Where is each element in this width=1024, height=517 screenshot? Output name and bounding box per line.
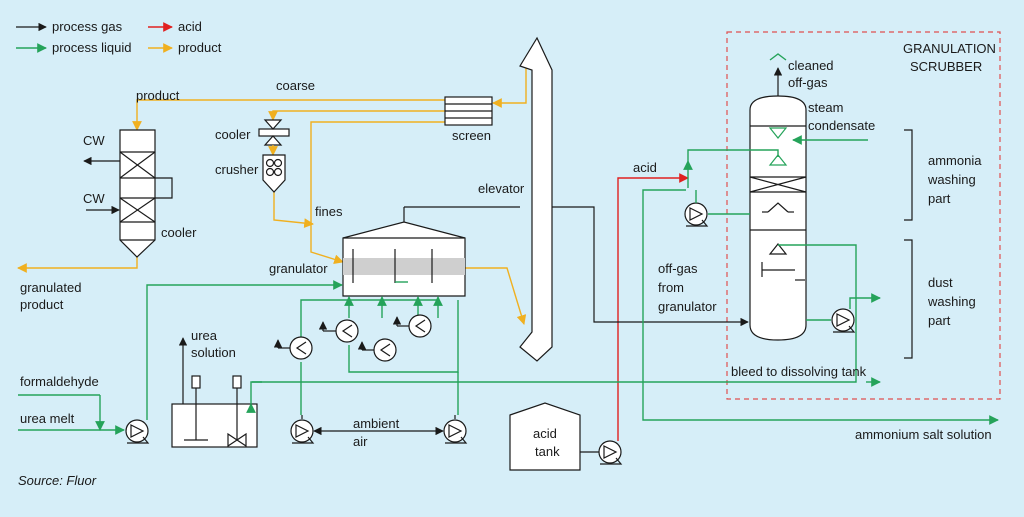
product-lines xyxy=(17,66,527,325)
ammonia-washing-label-3: part xyxy=(928,191,951,206)
urea-solution-label-2: solution xyxy=(191,345,236,360)
granulated-product-label-2: product xyxy=(20,297,64,312)
dust-washing-label-2: washing xyxy=(927,294,976,309)
dust-washing-bracket xyxy=(904,239,913,359)
ambient-air-label-1: ambient xyxy=(353,416,400,431)
cw-mid-label: CW xyxy=(83,191,105,206)
scrubber-column xyxy=(749,53,807,341)
formaldehyde-label: formaldehyde xyxy=(20,374,99,389)
ambient-air-label-2: air xyxy=(353,434,368,449)
cw-top-label: CW xyxy=(83,133,105,148)
acid-line-label: acid xyxy=(633,160,657,175)
legend-process-liquid-label: process liquid xyxy=(52,40,132,55)
scrubber-circulation xyxy=(252,149,999,425)
ammonia-washing-label-1: ammonia xyxy=(928,153,982,168)
bleed-label: bleed to dissolving tank xyxy=(731,364,867,379)
screen-label: screen xyxy=(452,128,491,143)
granulation-scrubber-label-1: GRANULATION xyxy=(903,41,996,56)
crusher xyxy=(262,154,286,193)
legend: process gas acid process liquid product xyxy=(16,19,222,55)
acid-tank-label-1: acid xyxy=(533,426,557,441)
dust-washing-label-1: dust xyxy=(928,275,953,290)
ammonium-salt-label: ammonium salt solution xyxy=(855,427,992,442)
cleaned-offgas-label-2: off-gas xyxy=(788,75,828,90)
legend-acid-label: acid xyxy=(178,19,202,34)
granulator xyxy=(342,206,520,297)
granulator-label: granulator xyxy=(269,261,328,276)
legend-process-gas-label: process gas xyxy=(52,19,123,34)
steam-condensate-label-1: steam xyxy=(808,100,843,115)
dust-washing-label-3: part xyxy=(928,313,951,328)
ammonia-washing-bracket xyxy=(904,129,913,221)
offgas-label-1: off-gas xyxy=(658,261,698,276)
granulation-scrubber-label-2: SCRUBBER xyxy=(910,59,982,74)
product-top-label: product xyxy=(136,88,180,103)
urea-feed xyxy=(18,280,343,448)
granulated-product-label-1: granulated xyxy=(20,280,81,295)
crusher-label: crusher xyxy=(215,162,259,177)
cooler-small-label: cooler xyxy=(215,127,251,142)
fines-label: fines xyxy=(315,204,343,219)
granulation-scrubber-boundary xyxy=(726,31,1001,400)
product-cooler xyxy=(83,129,173,258)
acid-system xyxy=(509,173,689,471)
elevator xyxy=(519,36,553,362)
urea-solution-label-1: urea xyxy=(191,328,218,343)
offgas-label-2: from xyxy=(658,280,684,295)
small-cooler xyxy=(258,119,290,146)
cooler-large-label: cooler xyxy=(161,225,197,240)
air-system xyxy=(273,296,468,444)
elevator-label: elevator xyxy=(478,181,525,196)
cleaned-offgas-label-1: cleaned xyxy=(788,58,834,73)
legend-product-label: product xyxy=(178,40,222,55)
offgas-label-3: granulator xyxy=(658,299,717,314)
acid-tank-label-2: tank xyxy=(535,444,560,459)
source-label: Source: Fluor xyxy=(18,473,97,488)
screen xyxy=(444,96,493,126)
urea-melt-label: urea melt xyxy=(20,411,75,426)
coarse-label: coarse xyxy=(276,78,315,93)
ammonia-washing-label-2: washing xyxy=(927,172,976,187)
steam-condensate-label-2: condensate xyxy=(808,118,875,133)
